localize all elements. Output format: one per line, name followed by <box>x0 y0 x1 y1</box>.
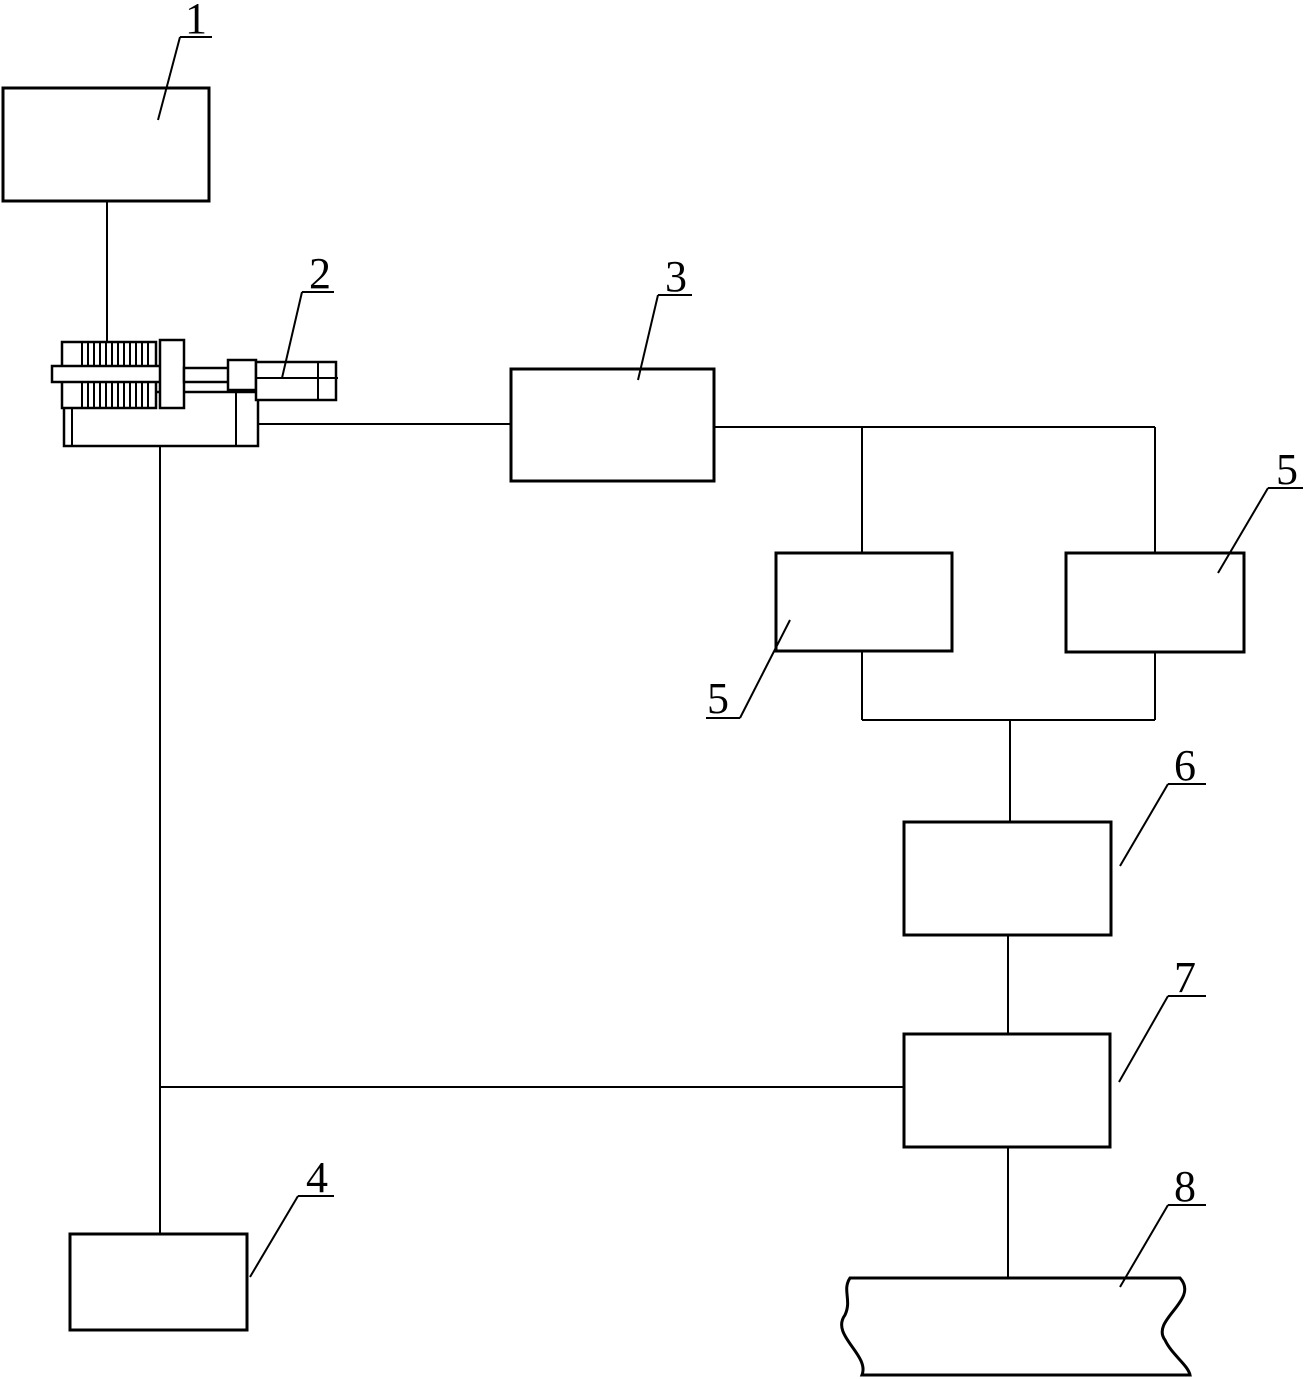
block-4: 4 <box>68 1153 334 1332</box>
block-8-shape <box>840 1276 1192 1377</box>
block-3-rect <box>509 367 716 483</box>
block-2-label: 2 <box>309 249 331 298</box>
block-2-flange <box>158 338 186 410</box>
block-3: 3 <box>509 252 716 483</box>
block-5-right-rect <box>1064 551 1246 654</box>
block-2-mechanism <box>50 338 338 448</box>
block-1-label: 1 <box>185 0 207 43</box>
block-5-left-label: 5 <box>707 674 729 723</box>
block-3-label: 3 <box>665 252 687 301</box>
block-7-label: 7 <box>1174 953 1196 1002</box>
block-7: 7 <box>902 953 1206 1149</box>
block-6-rect <box>902 820 1113 937</box>
block-8-label: 8 <box>1174 1162 1196 1211</box>
block-7-leader <box>1118 995 1169 1083</box>
block-3-leader <box>637 294 659 381</box>
block-1: 1 <box>1 0 212 203</box>
block-8-leader <box>1119 1204 1169 1288</box>
block-4-label: 4 <box>306 1153 328 1202</box>
block-2-shaft <box>182 366 234 384</box>
block-5-right: 5 <box>1064 445 1303 654</box>
block-7-rect <box>902 1032 1112 1149</box>
block-5-left: 5 <box>706 551 954 723</box>
block-5-left-rect <box>774 551 954 653</box>
block-5-right-label: 5 <box>1276 445 1298 494</box>
block-6: 6 <box>902 741 1206 937</box>
block-8: 8 <box>840 1162 1206 1377</box>
block-6-leader <box>1119 783 1169 867</box>
block-5-right-leader <box>1217 487 1269 574</box>
block-1-rect <box>1 86 211 203</box>
block-4-leader <box>249 1195 299 1278</box>
block-2-cylinder <box>254 360 338 402</box>
block-2-axle <box>50 364 166 384</box>
connections <box>106 201 1156 1278</box>
block-2-leader <box>281 291 303 379</box>
block-1-leader <box>157 36 181 121</box>
block-2-coupling <box>226 358 258 392</box>
block-2: 2 <box>50 249 338 448</box>
block-4-rect <box>68 1232 249 1332</box>
block-6-label: 6 <box>1174 741 1196 790</box>
block-5-left-leader <box>739 619 791 719</box>
